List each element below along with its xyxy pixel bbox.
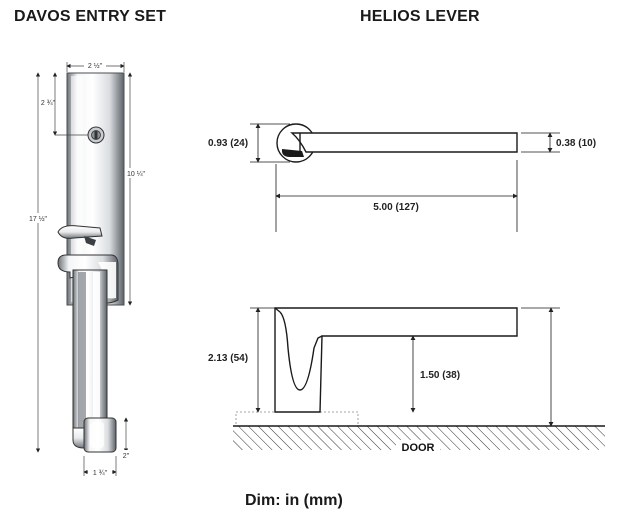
entry-set-dimension-lines xyxy=(35,62,133,476)
dim-bottom-width-label: 1 ¾" xyxy=(93,470,108,477)
entry-set-drawing: 2 ½" 2 ¾" 10 ¼" 17 ½" 2" 1 ¾" xyxy=(26,62,147,477)
units-footer: Dim: in (mm) xyxy=(245,492,343,509)
rose-base-outline xyxy=(235,411,359,427)
thumb-piece xyxy=(57,225,103,239)
dim-rose-label: 0.93 (24) xyxy=(208,138,248,149)
dim-plate-height-label: 10 ¼" xyxy=(127,171,146,178)
lever-title: HELIOS LEVER xyxy=(360,8,480,25)
lever-top-view xyxy=(250,123,560,232)
dim-backset-label: 2 ¾" xyxy=(41,100,56,107)
dim-length-label: 5.00 (127) xyxy=(373,202,419,213)
dim-thickness-label: 0.38 (10) xyxy=(556,138,596,149)
door-label: DOOR xyxy=(402,442,435,454)
lever-handle-top xyxy=(290,132,518,153)
entry-set-title: DAVOS ENTRY SET xyxy=(14,8,167,25)
dim-bottom-height-label: 2" xyxy=(123,453,130,460)
dim-total-height-label: 17 ½" xyxy=(29,215,48,223)
dim-width-label: 2 ½" xyxy=(88,62,103,70)
dim-side-height-label: 2.13 (54) xyxy=(208,353,248,364)
dim-lever-height-label: 1.50 (38) xyxy=(420,370,460,381)
lever-side-view xyxy=(235,307,560,427)
lever-handle-side xyxy=(274,307,518,413)
